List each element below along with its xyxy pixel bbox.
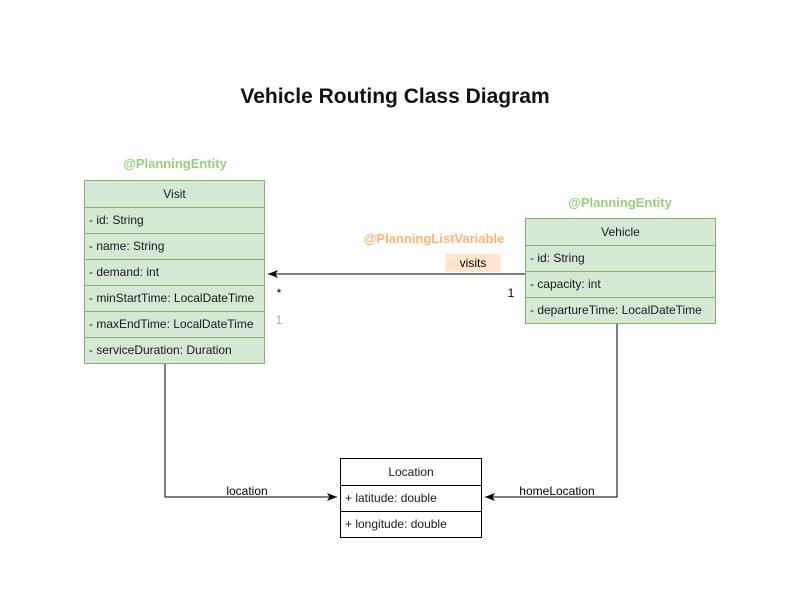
edge-label-visits: visits — [445, 254, 501, 272]
multiplicity-visits-extra: 1 — [275, 313, 283, 327]
class-visit-attr: - maxEndTime: LocalDateTime — [85, 311, 264, 337]
class-location-name: Location — [388, 465, 434, 479]
diagram-title: Vehicle Routing Class Diagram — [240, 85, 550, 108]
class-visit-name: Visit — [163, 187, 186, 201]
class-location-attr: + longitude: double — [341, 511, 481, 537]
class-vehicle-attr: - id: String — [526, 245, 715, 271]
edge-home-location — [485, 322, 618, 501]
annotation-planning-list-variable: @PlanningListVariable — [363, 231, 505, 246]
class-visit[interactable]: Visit - id: String - name: String - dema… — [84, 180, 265, 364]
edge-label-home-location: homeLocation — [519, 484, 595, 498]
annotation-planning-entity-visit: @PlanningEntity — [123, 156, 227, 171]
class-vehicle-attr: - departureTime: LocalDateTime — [526, 297, 715, 323]
edge-location — [164, 362, 337, 501]
class-vehicle[interactable]: Vehicle - id: String - capacity: int - d… — [525, 218, 716, 324]
class-location-attr: + latitude: double — [341, 485, 481, 511]
class-vehicle-name: Vehicle — [601, 225, 640, 239]
class-visit-attr: - name: String — [85, 233, 264, 259]
multiplicity-visits-target: * — [276, 286, 282, 300]
class-location[interactable]: Location + latitude: double + longitude:… — [340, 458, 482, 538]
multiplicity-visits-source: 1 — [507, 286, 515, 300]
class-visit-attr: - demand: int — [85, 259, 264, 285]
class-visit-attr: - id: String — [85, 207, 264, 233]
edge-label-location: location — [226, 484, 268, 498]
class-visit-attr: - serviceDuration: Duration — [85, 337, 264, 363]
annotation-planning-entity-vehicle: @PlanningEntity — [568, 195, 672, 210]
class-vehicle-attr: - capacity: int — [526, 271, 715, 297]
class-visit-attr: - minStartTime: LocalDateTime — [85, 285, 264, 311]
